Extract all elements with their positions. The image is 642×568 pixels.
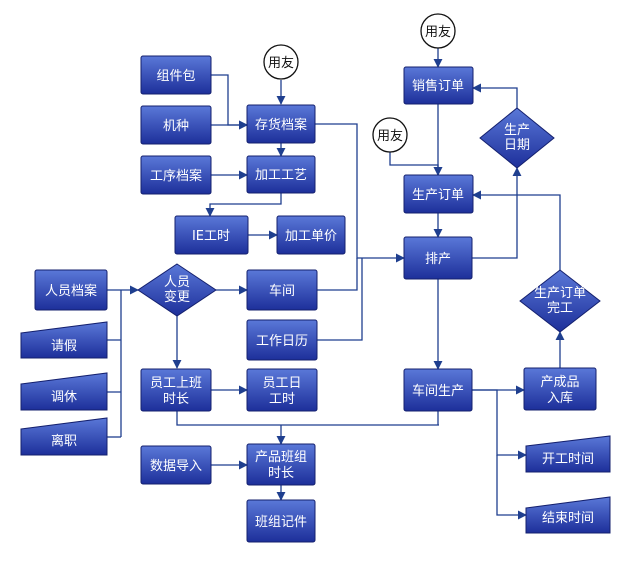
node-chanpin-banzu-line1: 产品班组 (255, 450, 307, 465)
node-xiaoshou-dingdan: 销售订单 (403, 66, 474, 105)
node-renyuan-biangeng-line2: 变更 (164, 289, 190, 305)
edge-paichan-to-riqi (472, 167, 522, 259)
edge-yongyou3-to-shengchan (389, 152, 443, 176)
node-kaigong-shijian: 开工时间 (525, 435, 611, 473)
node-gongxu-dangan: 工序档案 (140, 155, 212, 195)
node-gongxu-dangan-label: 工序档案 (150, 169, 202, 184)
node-tiaoxiu-label: 调休 (51, 390, 77, 405)
node-banzu-jijian-label: 班组记件 (255, 515, 307, 530)
edge-jiagong-to-ie (205, 193, 282, 217)
node-yuangong-shangban-line2: 时长 (163, 392, 189, 407)
node-jiagong-danjia: 加工单价 (276, 215, 346, 255)
node-chanchengpin-ruku-line1: 产成品 (540, 375, 579, 390)
node-yuangong-rigongshi-line1: 员工日 (262, 376, 301, 391)
edge-shangban-to-banzu (176, 411, 439, 426)
node-jiagong-gongyi-label: 加工工艺 (255, 168, 307, 183)
node-jiagong-danjia-label: 加工单价 (285, 229, 337, 244)
node-cunhuo-dangan-label: 存货档案 (255, 117, 307, 133)
node-banzu-jijian: 班组记件 (246, 499, 316, 543)
node-renyuan-biangeng-line1: 人员 (164, 275, 190, 290)
node-shengchan-dingdan: 生产订单 (403, 174, 474, 214)
edge-bus-branches (107, 290, 122, 437)
node-jizhong: 机种 (140, 105, 212, 145)
node-qingjia: 请假 (20, 321, 108, 359)
node-renyuan-dangan: 人员档案 (34, 269, 108, 311)
node-jizhong-label: 机种 (163, 119, 189, 134)
node-yuangong-shangban-line1: 员工上班 (150, 376, 202, 391)
node-chejian-label: 车间 (269, 283, 295, 299)
node-ie-gongshi-label: IE工时 (192, 229, 230, 244)
edge-chejiansc-to-kaigong (472, 389, 527, 460)
node-shengchan-wangong-line2: 完工 (547, 301, 573, 316)
edge-rili-to-paichan (317, 258, 363, 341)
node-paichan: 排产 (403, 236, 473, 280)
edge-chejiansc-to-jieshu (496, 455, 527, 520)
node-ie-gongshi: IE工时 (174, 215, 249, 255)
node-shengchan-riqi: 生产 日期 (479, 107, 555, 169)
node-chejian: 车间 (246, 269, 318, 311)
node-shengchan-wangong: 生产订单 完工 (519, 269, 601, 333)
node-gongzuo-rili: 工作日历 (246, 319, 318, 361)
node-shengchan-wangong-line1: 生产订单 (534, 286, 586, 301)
nodes: 用友 用友 用友 组件包 机种 存货档案 工序档案 加工工艺 (20, 13, 611, 543)
node-chanchengpin-ruku-line2: 入库 (547, 390, 573, 406)
node-chejian-shengchan-label: 车间生产 (412, 383, 464, 399)
edge-riqi-to-xiaoshou (472, 83, 518, 108)
node-jiagong-gongyi: 加工工艺 (246, 155, 316, 194)
yongyou-circle-1-label: 用友 (268, 55, 294, 71)
node-tiaoxiu: 调休 (20, 372, 108, 411)
node-chanchengpin-ruku: 产成品 入库 (523, 367, 597, 411)
yongyou-circle-3: 用友 (372, 117, 408, 153)
node-yuangong-rigongshi-line2: 工时 (269, 392, 295, 407)
node-xiaoshou-dingdan-label: 销售订单 (412, 78, 464, 94)
node-qingjia-label: 请假 (51, 339, 77, 354)
node-paichan-label: 排产 (425, 252, 451, 267)
yongyou-circle-1: 用友 (263, 44, 299, 80)
edges (107, 48, 565, 520)
node-kaigong-shijian-label: 开工时间 (542, 452, 594, 467)
node-shuju-daoru: 数据导入 (140, 445, 212, 485)
node-zujianbao-label: 组件包 (156, 69, 195, 84)
node-yuangong-rigongshi: 员工日 工时 (246, 368, 318, 412)
node-yuangong-shangban: 员工上班 时长 (140, 368, 212, 412)
node-gongzuo-rili-label: 工作日历 (256, 334, 308, 349)
edge-cunhuo-to-paichan (315, 123, 405, 263)
edge-wangong-to-shengchan (472, 190, 561, 270)
node-chanpin-banzu-line2: 时长 (268, 466, 294, 481)
node-renyuan-dangan-label: 人员档案 (45, 284, 97, 299)
node-lizhi: 离职 (20, 417, 108, 456)
yongyou-circle-2-label: 用友 (425, 24, 451, 40)
node-chejian-shengchan: 车间生产 (403, 368, 473, 412)
edge-chejian-to-paichan (317, 258, 358, 291)
node-zujianbao: 组件包 (140, 55, 212, 95)
yongyou-circle-2: 用友 (420, 13, 456, 49)
node-shengchan-dingdan-label: 生产订单 (412, 188, 464, 203)
node-jieshu-shijian: 结束时间 (525, 496, 611, 534)
edge-zujianbao-to-cunhuo (211, 74, 248, 130)
node-lizhi-label: 离职 (51, 433, 77, 449)
node-chanpin-banzu: 产品班组 时长 (246, 443, 316, 486)
node-renyuan-biangeng: 人员 变更 (137, 263, 217, 317)
node-jieshu-shijian-label: 结束时间 (542, 511, 594, 526)
node-shengchan-riqi-line1: 生产 (504, 123, 530, 138)
node-shuju-daoru-label: 数据导入 (150, 459, 202, 474)
node-cunhuo-dangan: 存货档案 (246, 104, 316, 144)
yongyou-circle-3-label: 用友 (377, 128, 403, 144)
node-shengchan-riqi-line2: 日期 (504, 138, 530, 153)
